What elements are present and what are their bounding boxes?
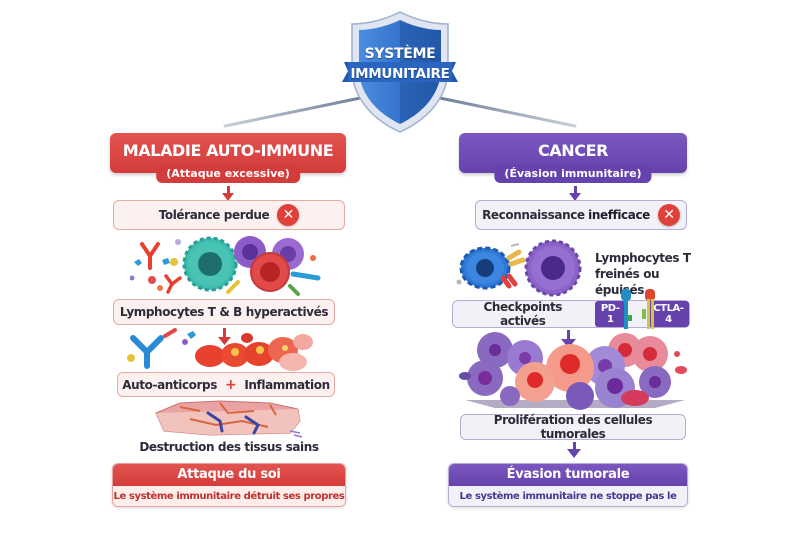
autoimmune-conclusion-title: Attaque du soi — [113, 464, 345, 486]
antibody-icon — [164, 274, 182, 294]
recognition-label: Reconnaissance — [482, 208, 585, 222]
step-checkpoints-activated: Checkpoints activés PD-1 CTLA-4 — [452, 289, 690, 329]
tumor-cells-illustration — [459, 330, 687, 410]
arrow-down-icon — [561, 330, 576, 348]
pd1-receptor-icon — [620, 289, 632, 329]
shield-icon — [342, 11, 458, 133]
arrow-down-icon — [218, 328, 231, 345]
damaged-tissue-illustration — [155, 400, 303, 438]
cancer-subtitle: (Évasion immunitaire) — [494, 165, 652, 183]
step-recognition-ineffective: Reconnaissance inefficace ✕ — [475, 200, 687, 230]
step-tolerance-lost-label: Tolérance perdue — [158, 208, 270, 222]
shield-title-line2: IMMUNITAIRE — [350, 66, 450, 82]
step-hyperactive-lymphocytes: Lymphocytes T & B hyperactivés — [113, 299, 335, 325]
ctla4-badge: CTLA-4 — [647, 301, 689, 327]
cancer-conclusion-title: Évasion tumorale — [449, 464, 687, 486]
checkpoints-label: Checkpoints activés — [483, 300, 563, 328]
tumor-proliferation-label: Prolifération des cellules tumorales — [493, 413, 653, 441]
x-circle-icon: ✕ — [277, 204, 300, 226]
cancer-header: CANCER (Évasion immunitaire) — [459, 133, 687, 183]
exhausted-label-line2: freinés ou épuisés — [595, 267, 660, 297]
step-autoantibodies-inflammation: Auto-anticorps + Inflammation — [117, 372, 335, 397]
step-tumor-proliferation: Prolifération des cellules tumorales — [460, 413, 686, 441]
cancer-conclusion: Évasion tumorale Le système immunitaire … — [448, 463, 688, 507]
step-hyperactive-lymphocytes-label: Lymphocytes T & B hyperactivés — [119, 305, 329, 319]
antibody-icon — [140, 242, 160, 270]
plus-icon: + — [224, 376, 237, 393]
autoantibodies-label: Auto-anticorps — [122, 377, 217, 392]
ineffective-label: inefficace — [588, 208, 650, 222]
autoimmune-header: MALADIE AUTO-IMMUNE (Attaque excessive) — [110, 133, 346, 183]
lymphocyte-icon — [234, 236, 304, 292]
exhausted-cell-icon — [524, 239, 582, 297]
antibody-icon — [130, 328, 177, 369]
step-recognition-label: Reconnaissance inefficace — [482, 208, 650, 222]
autoimmune-subtitle: (Attaque excessive) — [156, 165, 300, 183]
t-cell-icon — [459, 246, 518, 290]
step-tolerance-lost: Tolérance perdue ✕ — [113, 200, 345, 230]
autoimmune-title: MALADIE AUTO-IMMUNE — [122, 141, 334, 160]
pd1-badge: PD-1 — [594, 301, 626, 327]
tumor-cell-cluster-icon — [459, 332, 687, 410]
x-circle-icon: ✕ — [657, 204, 680, 226]
inflammation-label: Inflammation — [244, 377, 330, 392]
exhausted-t-cells-illustration — [456, 239, 582, 297]
antibodies-inflammation-illustration — [127, 328, 313, 371]
autoimmune-conclusion-subtitle: Le système immunitaire détruit ses propr… — [113, 486, 345, 506]
dendritic-cell-icon — [182, 236, 238, 292]
cancer-conclusion-subtitle: Le système immunitaire ne stoppe pas le … — [449, 486, 687, 506]
immune-system-shield: SYSTÈME IMMUNITAIRE — [340, 8, 460, 138]
shield-title-line1: SYSTÈME — [364, 46, 436, 62]
cancer-title: CANCER — [537, 141, 609, 160]
immune-cells-illustration — [130, 236, 321, 296]
ctla4-receptor-icon — [641, 289, 655, 329]
tissue-destruction-label: Destruction des tissus sains — [139, 440, 319, 454]
inflammation-cluster-icon — [195, 333, 313, 371]
autoimmune-conclusion: Attaque du soi Le système immunitaire dé… — [112, 463, 346, 507]
exhausted-label-line1: Lymphocytes T — [595, 251, 691, 265]
exhausted-t-cells-label: Lymphocytes T freinés ou épuisés — [595, 250, 705, 298]
